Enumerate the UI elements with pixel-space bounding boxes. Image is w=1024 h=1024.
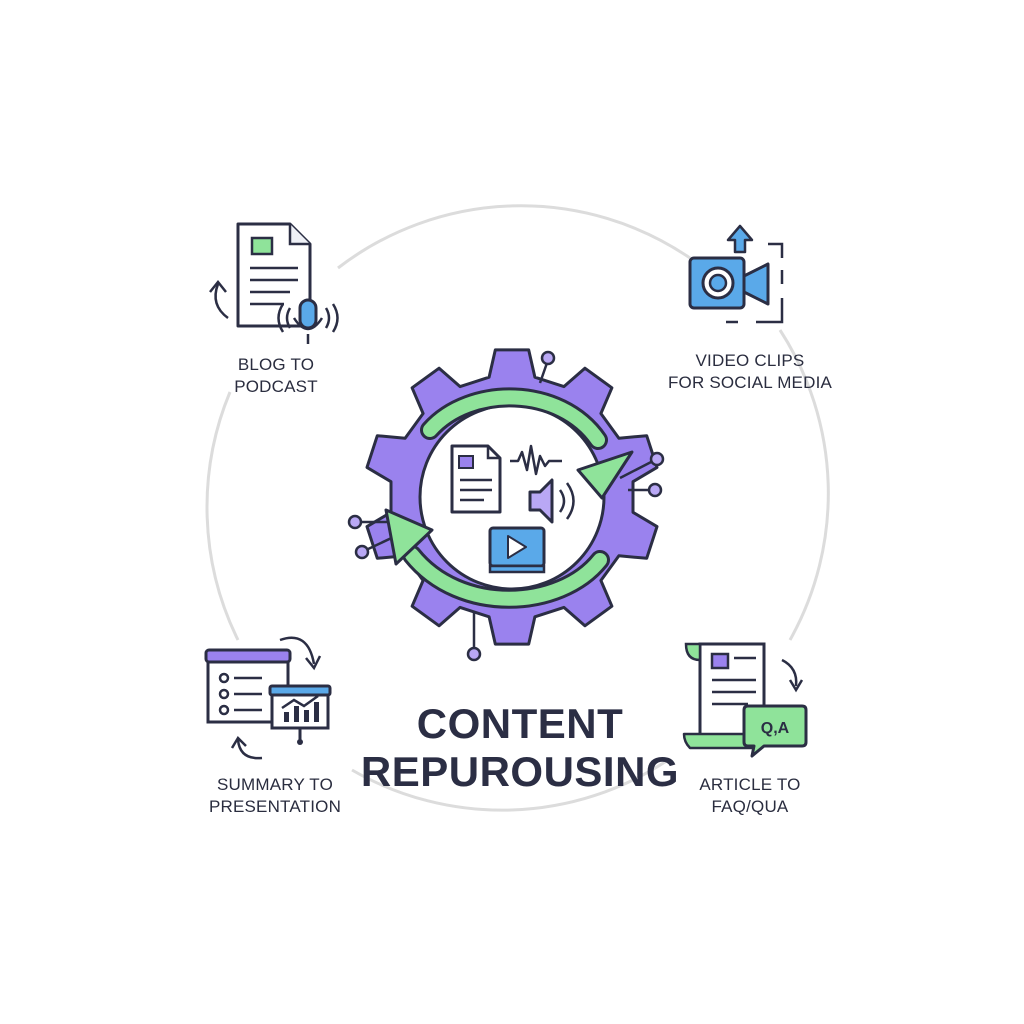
node-label-line: PODCAST	[234, 377, 318, 396]
diagram-title-line: REPUROUSING	[360, 748, 680, 795]
node-label-line: SUMMARY TO	[217, 775, 333, 794]
cycle-arrows-icon	[384, 387, 634, 609]
node-label-line: FAQ/QUA	[711, 797, 789, 816]
diagram-title-line: CONTENT	[416, 700, 624, 747]
qa-badge-text: Q,A	[761, 720, 790, 737]
microphone-icon	[277, 298, 339, 344]
camera-icon	[688, 256, 770, 310]
node-label-line: ARTICLE TO	[699, 775, 801, 794]
outer-ring	[205, 204, 830, 812]
node-label-video-clips: VIDEO CLIPS FOR SOCIAL MEDIA	[650, 350, 850, 394]
video-player-icon	[488, 526, 546, 574]
node-label-line: FOR SOCIAL MEDIA	[667, 373, 833, 392]
node-label-blog-to-podcast: BLOG TO PODCAST	[196, 354, 356, 398]
waveform-icon	[510, 444, 562, 476]
qa-bubble-icon: Q,A	[742, 704, 808, 758]
curved-arrow-icon	[209, 279, 229, 320]
node-label-line: BLOG TO	[237, 355, 315, 374]
curved-arrow-icon	[230, 636, 322, 760]
presentation-board-icon	[268, 684, 332, 745]
upload-arrow-icon	[726, 224, 754, 254]
node-label-summary-to-presentation: SUMMARY TO PRESENTATION	[185, 774, 365, 818]
node-label-line: PRESENTATION	[208, 797, 342, 816]
node-label-line: VIDEO CLIPS	[695, 351, 805, 370]
center-document-icon	[450, 444, 502, 514]
curved-arrow-icon	[781, 658, 804, 693]
speaker-icon	[528, 478, 575, 524]
blog-document-icon	[236, 222, 312, 328]
diagram-title: CONTENT REPUROUSING	[360, 700, 680, 796]
node-label-article-to-faq: ARTICLE TO FAQ/QUA	[670, 774, 830, 818]
article-scroll-icon	[682, 642, 766, 750]
frame-corners-icon	[726, 242, 784, 324]
